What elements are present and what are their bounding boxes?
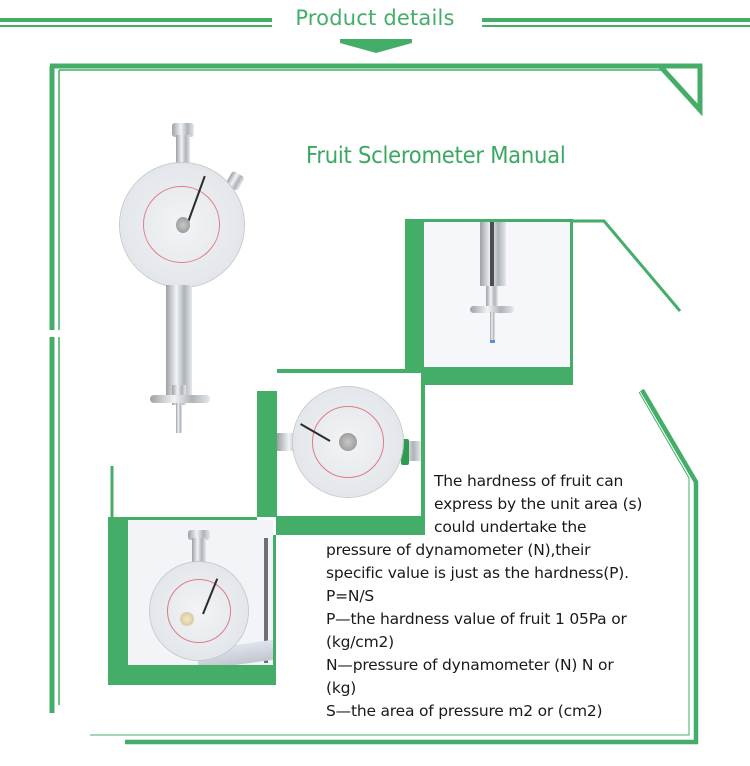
- dial-gauge: [120, 163, 244, 287]
- probe-disc: [150, 395, 210, 403]
- sclerometer-dial-angled-image: [277, 373, 421, 516]
- dial-gauge: [293, 387, 403, 497]
- formula-line: P=N/S: [326, 587, 374, 605]
- sclerometer-probe-closeup-image: [424, 222, 570, 367]
- header-divider-left-thin: [0, 25, 272, 27]
- upper-rod: [176, 135, 190, 169]
- section-heading: Product details: [295, 6, 455, 30]
- description-line: The hardness of fruit can: [434, 472, 624, 490]
- definition-line: S—the area of pressure m2 or (cm2): [326, 702, 603, 720]
- chevron-down-arrow-icon: [340, 39, 412, 53]
- manual-title: Fruit Sclerometer Manual: [306, 143, 566, 169]
- header-divider-left: [0, 18, 272, 22]
- definition-line: (kg): [326, 679, 357, 697]
- lower-rod: [166, 285, 192, 395]
- sclerometer-on-stand-image: [128, 520, 273, 665]
- description-line: specific value is just as the hardness(P…: [326, 564, 629, 582]
- probe-tip: [176, 403, 182, 433]
- description-line: pressure of dynamometer (N),their: [326, 541, 591, 559]
- header-divider-right: [482, 18, 750, 22]
- frame-notch: [257, 369, 277, 391]
- header-divider-right-thin: [482, 25, 750, 27]
- definition-line: N—pressure of dynamometer (N) N or: [326, 656, 614, 674]
- description-line: could undertake the: [434, 518, 587, 536]
- description-line: express by the unit area (s): [434, 495, 643, 513]
- definition-line: (kg/cm2): [326, 633, 395, 651]
- dial-gauge: [150, 562, 248, 660]
- sclerometer-full-view-image: [108, 115, 258, 445]
- definition-line: P—the hardness value of fruit 1 05Pa or: [326, 610, 627, 628]
- knob: [172, 123, 194, 137]
